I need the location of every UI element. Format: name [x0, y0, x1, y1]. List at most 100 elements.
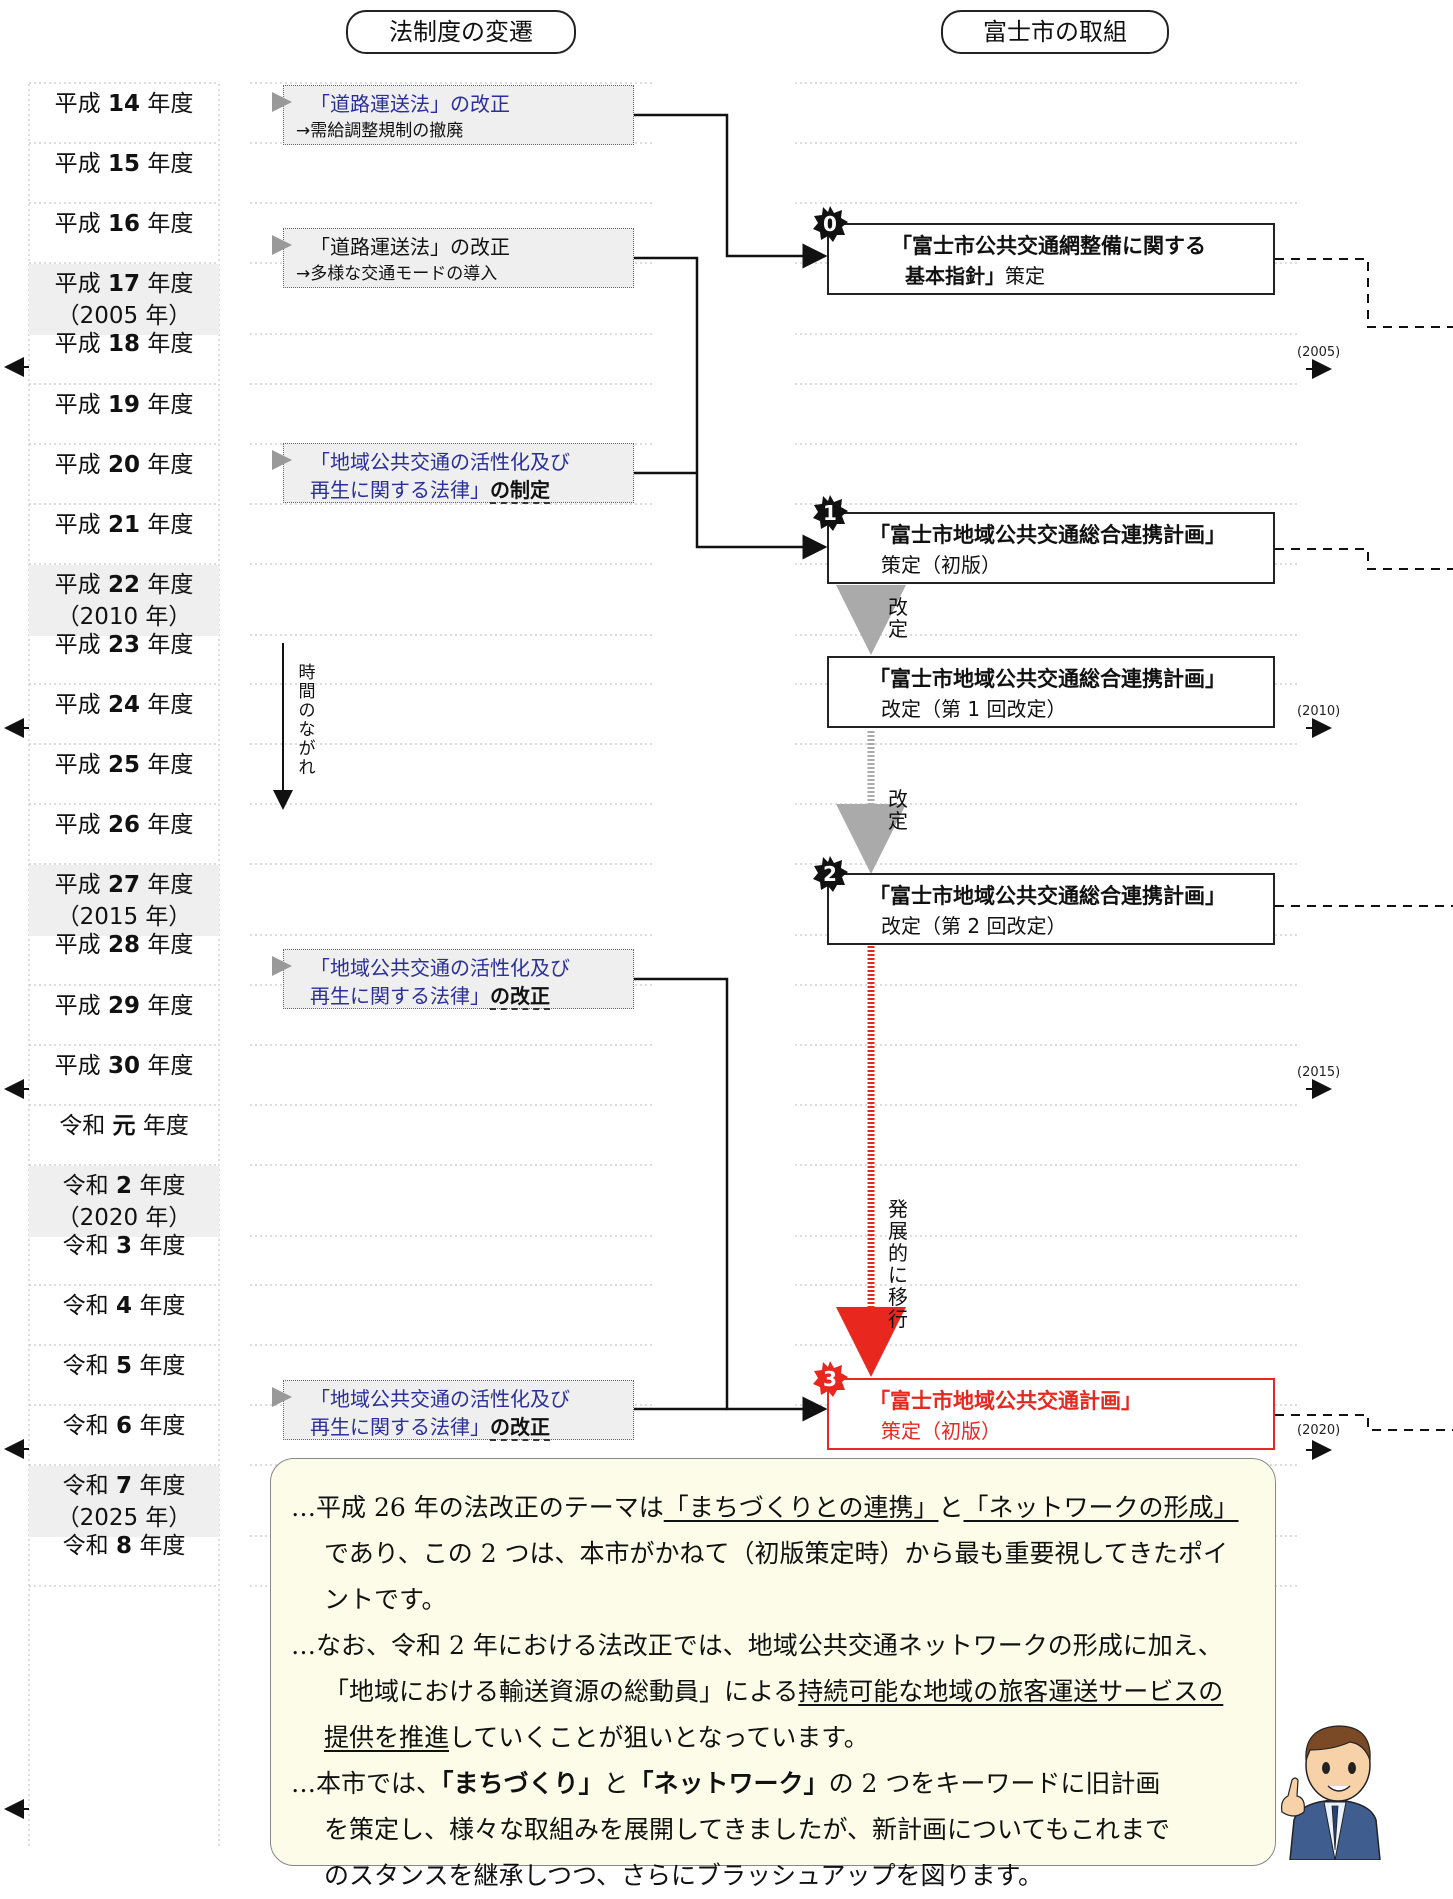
- plan-title: 「富士市地域公共交通総合連携計画」: [869, 667, 1226, 691]
- fiscal-year-label: 令和 8 年度: [62, 1533, 186, 1559]
- law-title: 「地域公共交通の活性化及び: [310, 450, 570, 474]
- western-year-label: （2020 年）: [56, 1205, 192, 1231]
- year-marker-2020: (2020): [1297, 1423, 1341, 1438]
- law-box-regional-act-2007: 「地域公共交通の活性化及び 再生に関する法律」の制定: [272, 443, 634, 504]
- fiscal-year-label: 平成 27 年度: [54, 872, 194, 898]
- time-flow-label: 時間のながれ: [298, 663, 316, 778]
- revise-label-2: 改定: [888, 787, 908, 833]
- fiscal-year-label: 平成 17 年度: [54, 271, 194, 297]
- law-title-2: 再生に関する法律」: [310, 984, 490, 1008]
- law-effect: →多様な交通モードの導入: [296, 264, 498, 284]
- fiscal-year-label: 平成 14 年度: [54, 91, 194, 117]
- fiscal-year-label: 平成 24 年度: [54, 692, 194, 718]
- fiscal-year-label: 平成 26 年度: [54, 812, 194, 838]
- fiscal-year-label: 平成 22 年度: [54, 572, 194, 598]
- fiscal-year-label: 平成 28 年度: [54, 932, 194, 958]
- fiscal-year-label: 令和 3 年度: [62, 1233, 186, 1259]
- fiscal-year-row: 平成 18 年度: [29, 324, 219, 384]
- western-year-label: （2005 年）: [56, 303, 192, 329]
- fiscal-year-row: 平成 28 年度: [29, 925, 219, 985]
- connector-law1-plan1: [634, 256, 828, 560]
- fiscal-year-label: 平成 21 年度: [54, 512, 194, 538]
- fiscal-year-label: 平成 20 年度: [54, 452, 194, 478]
- outlet-plan1: [1275, 548, 1453, 570]
- plan-status: 改定（第 2 回改定）: [881, 914, 1067, 938]
- triangle-bullet-icon: [272, 450, 292, 470]
- law-box-regional-act-2020: 「地域公共交通の活性化及び 再生に関する法律」の改正: [272, 1380, 634, 1441]
- header-city-initiatives: 富士市の取組: [941, 10, 1169, 54]
- fiscal-year-label: 令和 5 年度: [62, 1353, 186, 1379]
- plan-status: 策定: [1005, 264, 1045, 288]
- badge-2-icon: 2: [811, 855, 849, 893]
- fiscal-year-label: 平成 16 年度: [54, 211, 194, 237]
- law-title-2: 再生に関する法律」: [310, 1415, 490, 1439]
- fiscal-year-label: 平成 19 年度: [54, 392, 194, 418]
- triangle-bullet-icon: [272, 956, 292, 976]
- header-law-history: 法制度の変遷: [346, 10, 576, 54]
- fiscal-year-row: 平成 21 年度: [29, 505, 219, 565]
- fiscal-year-row: 平成 20 年度: [29, 445, 219, 505]
- year-marker-2015: (2015): [1297, 1065, 1341, 1080]
- fiscal-year-row: 令和 7 年度（2025 年）: [29, 1466, 219, 1537]
- law-title: 「道路運送法」の改正: [310, 235, 510, 259]
- triangle-bullet-icon: [272, 235, 292, 255]
- connector-law3-plan3: [634, 977, 828, 1422]
- fiscal-year-label: 平成 18 年度: [54, 331, 194, 357]
- badge-1-icon: 1: [811, 494, 849, 532]
- plan-basic-guideline: 「富士市公共交通網整備に関する 基本指針」策定: [827, 223, 1275, 295]
- fiscal-year-label: 令和 6 年度: [62, 1413, 186, 1439]
- fiscal-year-label: 平成 23 年度: [54, 632, 194, 658]
- fiscal-year-row: 平成 23 年度: [29, 625, 219, 685]
- plan-title: 「富士市地域公共交通総合連携計画」: [869, 884, 1226, 908]
- fiscal-year-label: 平成 25 年度: [54, 752, 194, 778]
- fiscal-year-row: 令和 2 年度 （2020 年）: [29, 1166, 219, 1237]
- law-box-road-act-2004: 「道路運送法」の改正 →多様な交通モードの導入: [272, 228, 634, 288]
- fiscal-year-row: 平成 25 年度: [29, 745, 219, 805]
- year-marker-2010: (2010): [1297, 704, 1341, 719]
- fiscal-year-row: 平成 24 年度: [29, 685, 219, 745]
- fiscal-year-label: 令和 2 年度: [62, 1173, 186, 1199]
- law-title-2: 再生に関する法律」: [310, 478, 490, 502]
- fiscal-year-row: 平成 15 年度: [29, 144, 219, 204]
- law-action: の制定: [490, 478, 550, 504]
- year-marker-2005: (2005): [1297, 345, 1341, 360]
- plan-title: 「富士市地域公共交通計画」: [869, 1389, 1142, 1413]
- fiscal-year-row: 令和 5 年度: [29, 1346, 219, 1406]
- fiscal-year-row: 平成 17 年度 （2005 年）: [29, 264, 219, 335]
- explanation-note: …平成 26 年の法改正のテーマは「まちづくりとの連携」と「ネットワークの形成」…: [270, 1458, 1276, 1890]
- law-effect: →需給調整規制の撤廃: [296, 121, 464, 141]
- note-paragraph-2: …なお、令和 2 年における法改正では、地域公共交通ネットワークの形成に加え、「…: [291, 1631, 1224, 1752]
- plan-title-2: 基本指針」: [905, 264, 1005, 288]
- law-action: の改正: [490, 1415, 550, 1441]
- plan-coordination-rev2: 「富士市地域公共交通総合連携計画」 改定（第 2 回改定）: [827, 873, 1275, 945]
- fiscal-year-label: 平成 30 年度: [54, 1053, 194, 1079]
- law-box-regional-act-2014: 「地域公共交通の活性化及び 再生に関する法律」の改正: [272, 949, 634, 1010]
- fiscal-year-row: 令和 4 年度: [29, 1286, 219, 1346]
- plan-status: 改定（第 1 回改定）: [881, 697, 1067, 721]
- plan-coordination-initial: 「富士市地域公共交通総合連携計画」 策定（初版）: [827, 512, 1275, 584]
- fiscal-year-label: 令和 7 年度: [62, 1473, 186, 1499]
- note-paragraph-3: …本市では、「まちづくり」と「ネットワーク」の 2 つをキーワードに旧計画を策定…: [291, 1769, 1171, 1890]
- western-year-label: （2010 年）: [56, 604, 192, 630]
- revise-label-1: 改定: [888, 595, 908, 641]
- fiscal-year-label: 平成 15 年度: [54, 151, 194, 177]
- fiscal-year-row: 平成 19 年度: [29, 385, 219, 445]
- badge-0-icon: 0: [811, 205, 849, 243]
- fiscal-year-label: 平成 29 年度: [54, 993, 194, 1019]
- connector-law0-plan0: [634, 113, 828, 269]
- fiscal-year-row: 平成 16 年度: [29, 204, 219, 264]
- plan-title: 「富士市公共交通網整備に関する: [891, 234, 1206, 258]
- fiscal-year-row: 令和 6 年度: [29, 1406, 219, 1466]
- fiscal-year-row: 平成 29 年度: [29, 986, 219, 1046]
- plan-coordination-rev1: 「富士市地域公共交通総合連携計画」 改定（第 1 回改定）: [827, 656, 1275, 728]
- badge-3-icon: 3: [811, 1360, 849, 1398]
- plan-title: 「富士市地域公共交通総合連携計画」: [869, 523, 1226, 547]
- western-year-label: （2015 年）: [56, 904, 192, 930]
- fiscal-year-row: 平成 27 年度 （2015 年）: [29, 865, 219, 936]
- fiscal-year-row: 平成 14 年度: [29, 84, 219, 144]
- develop-label: 発展的に移行: [888, 1197, 908, 1331]
- law-title: 「地域公共交通の活性化及び: [310, 1387, 570, 1411]
- triangle-bullet-icon: [272, 1387, 292, 1407]
- outlet-plan0: [1275, 258, 1453, 328]
- note-paragraph-1: …平成 26 年の法改正のテーマは「まちづくりとの連携」と「ネットワークの形成」…: [291, 1493, 1239, 1614]
